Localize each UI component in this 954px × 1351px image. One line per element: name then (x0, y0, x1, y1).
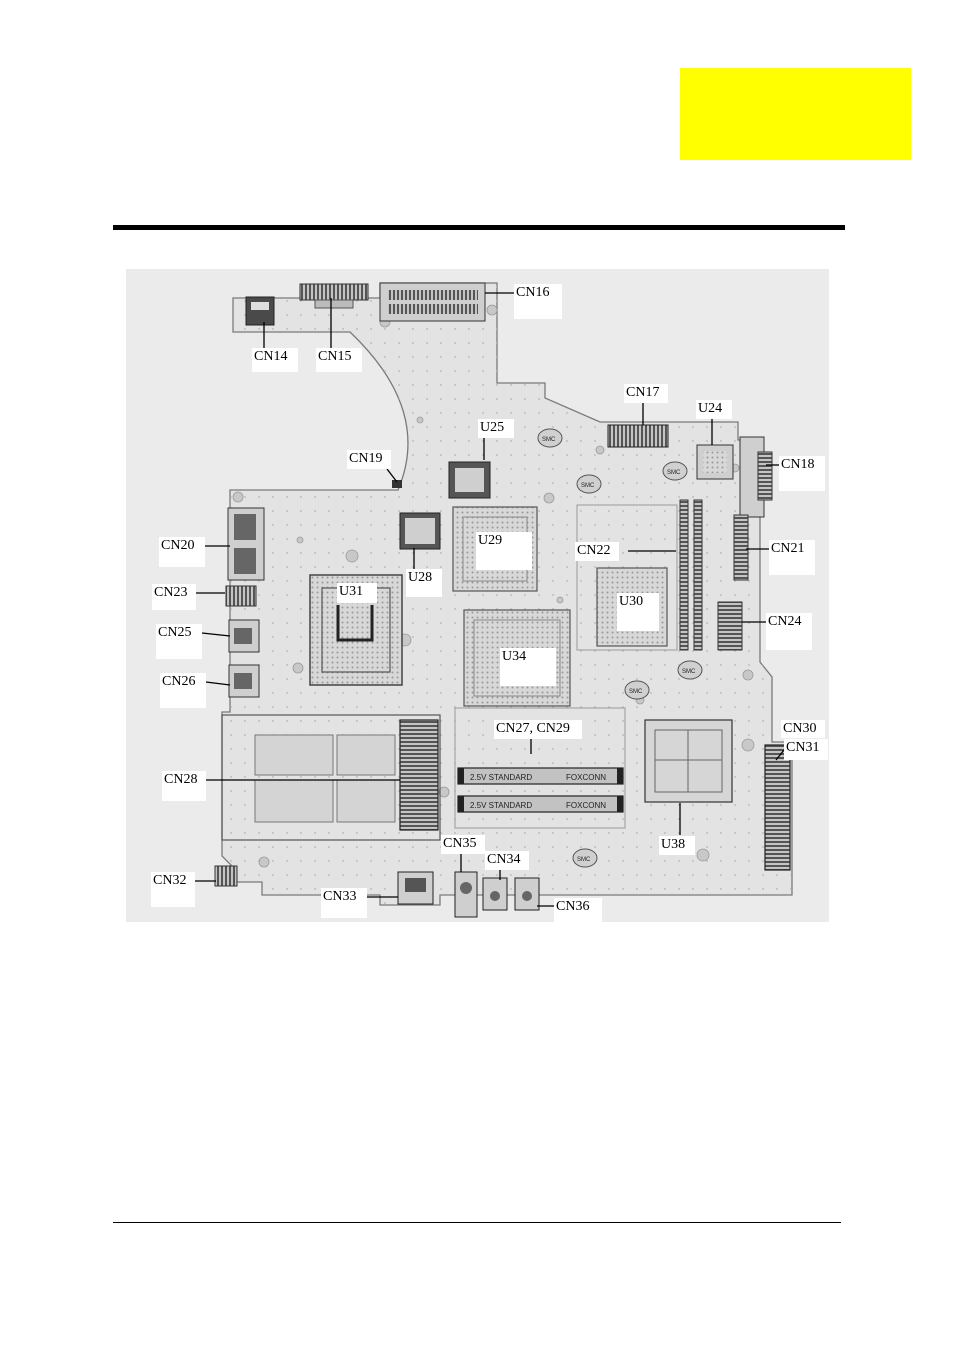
label-u28: U28 (406, 569, 442, 597)
label-cn14: CN14 (252, 348, 298, 372)
smc-marking: SMC (682, 669, 696, 675)
chip-u25 (448, 461, 491, 499)
slot2-vendor-text: FOXCONN (566, 801, 606, 810)
leader-lines (195, 292, 785, 907)
label-cn15: CN15 (316, 348, 362, 372)
connector-cn18 (739, 436, 773, 518)
chip-u38 (644, 719, 733, 803)
smc-marking: SMC (542, 437, 556, 443)
connector-cn15 (299, 283, 369, 309)
label-cn31: CN31 (784, 739, 828, 760)
smc-marking: SMC (629, 689, 643, 695)
label-u31: U31 (337, 583, 377, 603)
smc-marking: SMC (577, 857, 591, 863)
label-cn27-cn29: CN27, CN29 (494, 720, 582, 739)
label-u25: U25 (478, 419, 514, 438)
slot2-voltage-text: 2.5V STANDARD (470, 801, 532, 810)
chip-u28 (399, 512, 441, 550)
header-rule (113, 225, 845, 230)
memory-slots-cn27-cn29: 2.5V STANDARD FOXCONN 2.5V STANDARD FOXC… (454, 707, 626, 829)
label-u24: U24 (696, 400, 732, 419)
label-u34: U34 (500, 648, 556, 686)
connector-cn14 (245, 296, 275, 326)
connector-cn28 (221, 714, 441, 841)
connector-cn36 (514, 877, 540, 911)
connector-cn32 (214, 865, 238, 887)
smc-marking: SMC (667, 470, 681, 476)
connector-cn19 (392, 480, 402, 488)
label-cn32: CN32 (151, 872, 195, 907)
label-cn19: CN19 (347, 450, 391, 469)
label-cn23: CN23 (152, 584, 196, 610)
connector-cn35 (454, 871, 478, 918)
connector-cn26 (228, 664, 260, 698)
smc-components: SMC SMC SMC SMC SMC SMC (537, 428, 703, 868)
label-u38: U38 (659, 836, 695, 855)
connector-cn17 (607, 424, 669, 448)
footer-rule (113, 1222, 841, 1223)
slot1-voltage-text: 2.5V STANDARD (470, 773, 532, 782)
header-yellow-tab (680, 68, 911, 160)
label-cn34: CN34 (485, 851, 529, 870)
label-cn25: CN25 (156, 624, 202, 659)
label-cn18: CN18 (779, 456, 825, 491)
label-cn20: CN20 (159, 537, 205, 567)
label-cn35: CN35 (441, 835, 485, 854)
label-cn17: CN17 (624, 384, 668, 403)
smc-marking: SMC (581, 483, 595, 489)
label-cn26: CN26 (160, 673, 206, 708)
label-cn21: CN21 (769, 540, 815, 575)
connector-cn16 (379, 282, 486, 322)
connector-cn23 (225, 585, 257, 607)
label-cn33: CN33 (321, 888, 367, 918)
label-cn30: CN30 (781, 720, 825, 738)
connector-cn20 (227, 507, 265, 581)
label-u29: U29 (476, 532, 532, 570)
label-cn24: CN24 (766, 613, 812, 650)
connector-cn25 (228, 619, 260, 653)
slot1-vendor-text: FOXCONN (566, 773, 606, 782)
label-cn22: CN22 (575, 542, 619, 561)
connector-cn22 (679, 499, 703, 651)
label-cn36: CN36 (554, 898, 602, 922)
chip-u24 (696, 444, 734, 480)
label-cn28: CN28 (162, 771, 206, 801)
connector-cn30-cn31 (764, 744, 791, 871)
connector-cn33 (397, 871, 434, 905)
connector-cn21 (733, 514, 749, 581)
label-u30: U30 (617, 593, 659, 631)
connector-cn24 (717, 601, 743, 651)
connector-cn34 (482, 877, 508, 911)
label-cn16: CN16 (514, 284, 562, 319)
